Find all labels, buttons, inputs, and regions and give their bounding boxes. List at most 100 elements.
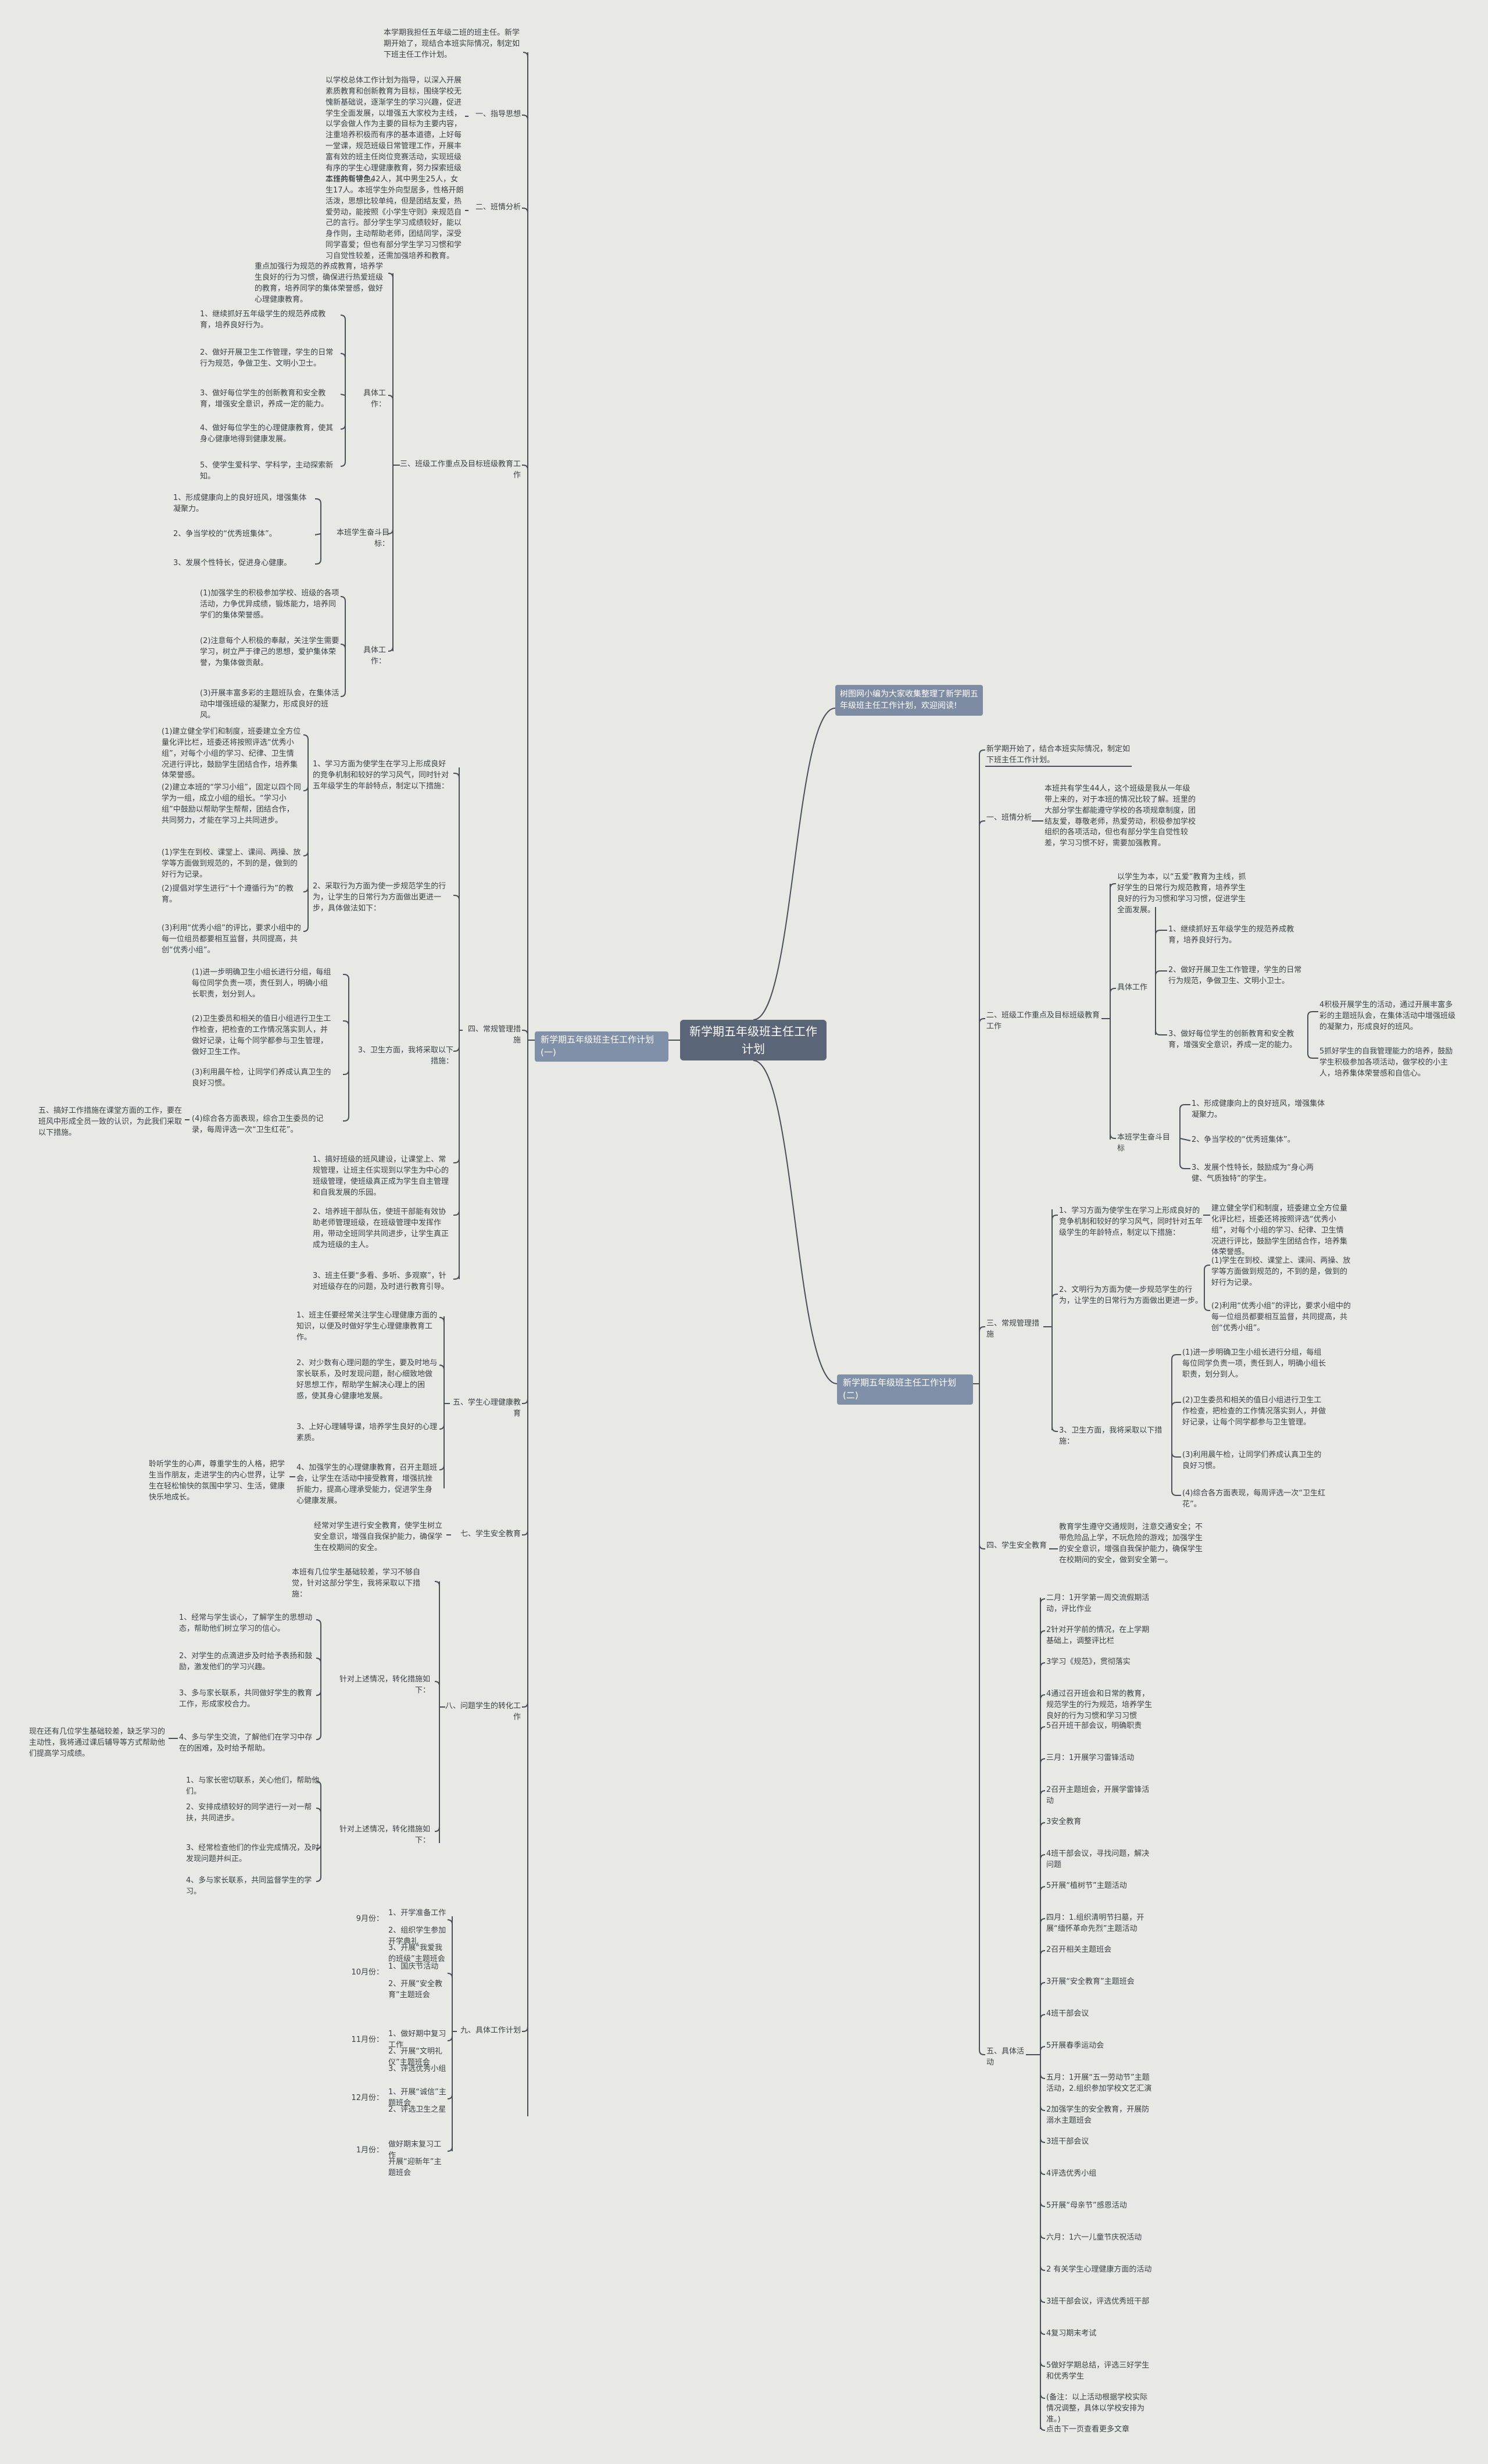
- connector-line: [340, 395, 346, 430]
- r-s5-item: 5做好学期总结，评选三好学生和优秀学生: [1046, 2361, 1150, 2381]
- connector-line: [1040, 2055, 1046, 2239]
- connector-line: [1155, 988, 1167, 1035]
- l-s3-g2-item: 1、形成健康向上的良好班风，增强集体凝聚力。: [173, 494, 307, 513]
- r-s3-c-item: (2)卫生委员和相关的值日小组进行卫生工作检查，把检查的工作情况落实到人，并做好…: [1182, 1396, 1326, 1427]
- connector-line: [979, 749, 985, 1384]
- connector-line: [753, 1060, 838, 1384]
- connector-line: [1204, 1265, 1210, 1294]
- r-s3-c-item: (3)利用晨午检，让同学们养成认真卫生的良好习惯。: [1182, 1451, 1322, 1470]
- connector-line: [979, 1326, 985, 1384]
- left-branch-topic[interactable]: 新学期五年级班主任工作计划(一): [535, 1031, 668, 1062]
- connector-line: [1307, 1041, 1318, 1059]
- r-s2-intro: 以学生为本，以“五爱”教育为主线，抓好学生的日常行为规范教育，培养学生良好的行为…: [1117, 873, 1246, 915]
- connector-line: [388, 273, 394, 465]
- r-s5-item: 三月：1开展学习雷锋活动: [1046, 1754, 1135, 1762]
- l-s8-label: 九、具体工作计划: [460, 2026, 521, 2035]
- connector-line: [1040, 2055, 1046, 2303]
- r-s5-item: 4复习期末考试: [1046, 2329, 1097, 2338]
- l-s4-a-item: (1)学生在到校、课堂上、课间、两操、放学等方面做到规范的，不到的是，做到的好行…: [162, 848, 301, 879]
- r-s5-item: 2召开相关主题班会: [1046, 1945, 1112, 1954]
- r-s3-b: 2、文明行为方面为使一步规范学生的行为，让学生的日常行为方面做出更进一步。: [1059, 1285, 1203, 1305]
- r-s2-g2-item: 1、形成健康向上的良好班风，增强集体凝聚力。: [1192, 1099, 1325, 1119]
- l-s8-month-item: 2、开展“文明礼仪”主题班会: [388, 2047, 443, 2067]
- connector-line: [1040, 1758, 1046, 2055]
- connector-line: [388, 395, 394, 465]
- l-s1-label: 一、指导思想: [475, 110, 521, 119]
- connector-line: [316, 1808, 321, 1831]
- connector-line: [523, 52, 528, 1040]
- l-s3-g1: 具体工作：: [363, 389, 386, 409]
- connector-line: [316, 1619, 321, 1681]
- connector-line: [1204, 1294, 1210, 1311]
- r-s2-g2-item: 3、发展个性特长，鼓励成为“身心两健、气质独特”的学生。: [1192, 1163, 1314, 1183]
- l-s3-g3-item: (3)开展丰富多彩的主题班队会，在集体活动中增强班级的凝聚力，形成良好的班风。: [200, 689, 339, 720]
- connector-line: [1040, 1726, 1046, 2055]
- l-s5-item: 2、对少数有心理问题的学生，要及时地与家长联系，及时发现问题，耐心细致地做好思想…: [296, 1359, 438, 1401]
- connector-line: [388, 465, 394, 534]
- r-s5-item: 4班干部会议，寻找问题，解决问题: [1046, 1849, 1150, 1869]
- connector-line: [522, 1040, 528, 1404]
- r-s5-item: 六月：1六一儿童节庆祝活动: [1046, 2233, 1142, 2242]
- l-s3-label: 三、班级工作重点及目标班级教育工作: [399, 460, 521, 480]
- l-s4-a-item: (2)提倡对学生进行“十个遵循行为”的教育。: [162, 884, 294, 904]
- connector-line: [522, 1040, 528, 2032]
- connector-line: [979, 820, 985, 1384]
- connector-line: [753, 708, 836, 1020]
- connector-line: [447, 1919, 453, 2031]
- right-branch-topic[interactable]: 新学期五年级班主任工作计划(二): [837, 1374, 973, 1405]
- connector-line: [316, 1831, 321, 1882]
- r-s5-item: 2召开主题班会，开展学雷锋活动: [1046, 1785, 1150, 1805]
- connector-line: [1040, 2055, 1046, 2079]
- r-s5-item: (备注：以上活动根据学校实际情况调整，具体以学校安排为准。): [1046, 2393, 1148, 2424]
- r-s3-a: 1、学习方面为使学生在学习上形成良好的竞争机制和较好的学习风气，同时针对五年级学…: [1059, 1206, 1203, 1237]
- connector-line: [453, 773, 460, 1030]
- connector-line: [434, 1681, 440, 1707]
- l-s4-a: 1、学习方面为使学生在学习上形成良好的竞争机制和较好的学习风气，同时针对五年级学…: [313, 760, 449, 791]
- connector-line: [1171, 1402, 1181, 1431]
- connector-line: [343, 1051, 349, 1122]
- r-s1-label: 一、班情分析: [986, 813, 1032, 822]
- root-topic[interactable]: 新学期五年级班主任工作计划: [680, 1020, 827, 1060]
- r-s2-g1-item: 3、做好每位学生的创新教育和安全教育，增强安全意识，养成一定的能力。: [1168, 1030, 1297, 1049]
- l-s3-intro: 重点加强行为规范的养成教育，培养学生良好的行为习惯，确保进行热爱班级的教育，培养…: [255, 262, 384, 304]
- connector-line: [340, 315, 346, 395]
- l-s4-d-item: 1、搞好班级的班风建设，让课堂上、常规管理，让班主任实现到以学生为中心的班级管理…: [313, 1155, 449, 1197]
- connector-line: [1155, 930, 1167, 988]
- connector-line: [1040, 2055, 1046, 2143]
- connector-line: [1051, 1215, 1058, 1327]
- connector-line: [303, 773, 309, 791]
- l-s7-g2-item: 2、安排成绩较好的同学进行一对一帮扶，共同进步。: [186, 1803, 312, 1823]
- l-s8-month: 11月份：: [351, 2036, 384, 2044]
- r-s2-g1-item: 2、做好开展卫生工作管理，学生的日常行为规范，争做卫生、文明小卫士。: [1168, 966, 1302, 985]
- l-s4-c: 3、卫生方面，我将采取以下措施：: [357, 1046, 453, 1066]
- connector-line: [340, 596, 346, 651]
- l-s3-g3-item: (1)加强学生的积极参加学校、班级的各项活动，力争优异成绩，锻炼能力，培养同学们…: [200, 589, 339, 620]
- connector-line: [1307, 1011, 1318, 1041]
- r-s5-item: 2针对开学前的情况，在上学期基础上，调整评比栏: [1046, 1626, 1150, 1645]
- l-s3-g1-item: 2、做好开展卫生工作管理，学生的日常行为规范，争做卫生、文明小卫士。: [200, 348, 334, 368]
- r-s5-item: 5召开班干部会议，明确职责: [1046, 1722, 1142, 1730]
- l-s1-text: 以学校总体工作计划为指导，以深入开展素质教育和创新教育为目标，围绕学校无愧新基础…: [326, 76, 462, 184]
- l-s4-c-item: (3)利用晨午检，让同学们养成认真卫生的良好习惯。: [192, 1068, 331, 1088]
- r-s4-label: 四、学生安全教育: [986, 1541, 1047, 1550]
- connector-line: [1040, 1662, 1046, 2055]
- l-s4-d-item: 2、培养班干部队伍，使班干部能有效协助老师管理班级，在班级管理中发挥作用，带动全…: [313, 1208, 449, 1249]
- connector-line: [439, 1404, 445, 1430]
- connector-line: [316, 1658, 321, 1681]
- r-s5-label: 五、具体活动: [986, 2047, 1025, 2067]
- connector-line: [340, 394, 346, 396]
- l-s3-g3-item: (2)注意每个人积极的奉献，关注学生需要学习，树立严于律己的思想，爱护集体荣誉，…: [200, 637, 339, 667]
- editor-note: 树图网小编为大家收集整理了新学期五年级班主任工作计划，欢迎阅读!: [835, 685, 983, 716]
- r-s5-item: 3安全教育: [1046, 1817, 1082, 1826]
- l-s3-g1-item: 4、做好每位学生的心理健康教育，使其身心健康地得到健康发展。: [200, 424, 334, 444]
- r-s3-c-item: (4)综合各方面表现，每周评选一次“卫生红花”。: [1182, 1489, 1326, 1509]
- l-s3-g2-item: 3、发展个性特长，促进身心健康。: [173, 559, 292, 567]
- connector-line: [1040, 1598, 1046, 2055]
- connector-line: [1040, 1982, 1046, 2055]
- connector-line: [1171, 1354, 1181, 1431]
- l-s7-intro: 本班有几位学生基础较差，学习不够自觉，针对这部分学生，我将采取以下措施：: [292, 1568, 421, 1599]
- connector-line: [1040, 1822, 1046, 2055]
- connector-line: [314, 533, 321, 535]
- connector-line: [1051, 1294, 1058, 1327]
- l-s8-month-item: 开展“迎新年”主题班会: [388, 2158, 442, 2177]
